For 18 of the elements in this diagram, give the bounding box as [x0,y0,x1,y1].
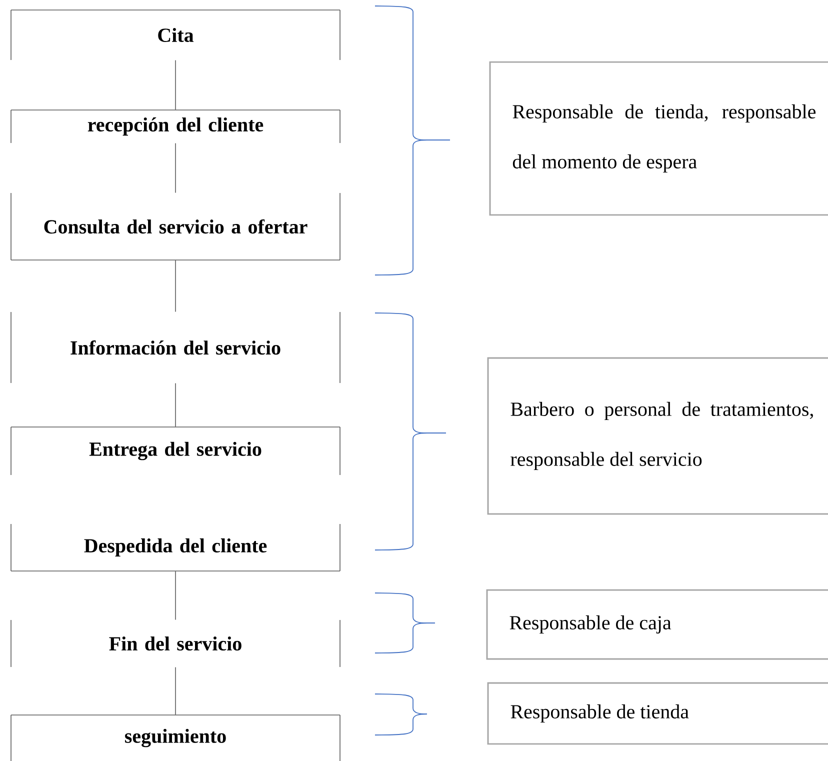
step-box: Fin del servicio [10,620,340,668]
step-box: Despedida del cliente [10,524,340,572]
step-box: Cita [10,10,340,60]
connector-line [175,60,176,110]
connector-line [175,382,176,428]
connector-line [175,666,176,716]
role-box: Responsable de tienda [487,682,828,745]
connector-line [175,142,176,194]
role-box: Barbero o personal de tratamientos, responsable del servicio [487,357,828,515]
role-box: Responsable de tienda, responsable del momento de espera [489,61,828,216]
step-box: Entrega del servicio [10,426,340,476]
step-box: Información del servicio [10,312,340,384]
role-box: Responsable de caja [486,589,828,660]
step-box: seguimiento [10,714,340,761]
step-box: recepción del cliente [10,110,340,144]
connector-line [175,260,176,312]
connector-line [175,570,176,620]
step-box: Consulta del servicio a ofertar [10,192,340,260]
